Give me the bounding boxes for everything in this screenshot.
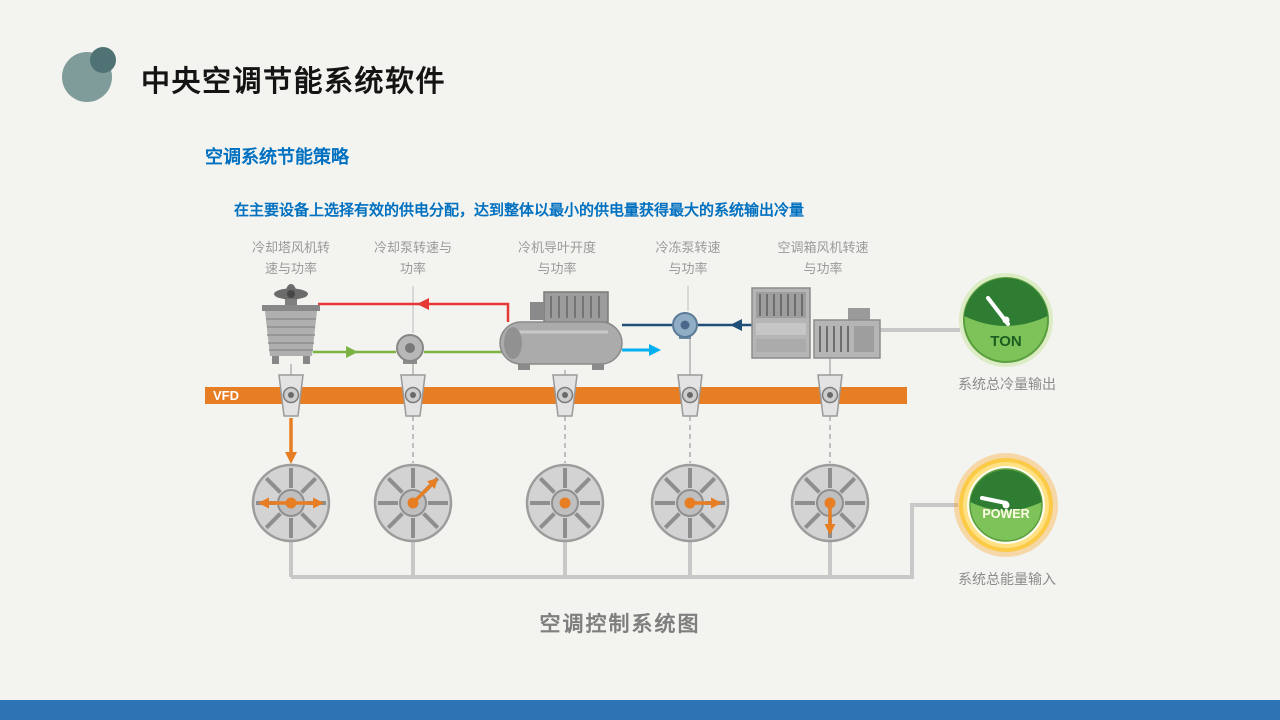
equipment-label-line: 冷冻泵转速: [655, 240, 721, 255]
vfd-unit: [817, 374, 843, 417]
power-gauge: POWER: [954, 453, 1058, 557]
ton-gauge-label: TON: [990, 333, 1021, 350]
decor-circle-small: [90, 47, 116, 73]
vfd-label: VFD: [213, 388, 239, 403]
vfd-unit: [400, 374, 426, 417]
condenser-pipe-red: [318, 298, 510, 322]
equipment-label-line: 冷却泵转速与: [373, 240, 452, 255]
equipment-label-chilled-pump: 冷冻泵转速 与功率: [618, 237, 758, 279]
diagram-caption: 空调控制系统图: [539, 613, 701, 636]
power-bus-lines: [289, 328, 960, 579]
vfd-unit: [278, 374, 304, 417]
chilled-water-pipe-navy: [622, 319, 752, 331]
chilled-supply-pipe-cyan: [622, 344, 661, 356]
vfd-unit: [552, 374, 578, 417]
cooling-tower-icon: [262, 284, 320, 364]
ton-gauge: TON: [959, 273, 1053, 367]
equipment-label-line: 速与功率: [264, 261, 317, 276]
equipment-label-line: 功率: [399, 261, 426, 276]
equipment-label-cooling-pump: 冷却泵转速与 功率: [343, 237, 483, 279]
chiller-icon: [499, 291, 623, 370]
power-caption: 系统总能量输入: [958, 571, 1056, 587]
strategy-description: 在主要设备上选择有效的供电分配，达到整体以最小的供电量获得最大的系统输出冷量: [234, 202, 805, 219]
vfd-command-arrow: [285, 418, 297, 464]
equipment-label-cooling-tower-fan: 冷却塔风机转 速与功率: [221, 237, 361, 279]
footer-bar: [0, 700, 1280, 720]
chilled-pump-icon: [672, 312, 698, 339]
ahu-icon: [751, 287, 881, 359]
cooling-water-pipe-green: [313, 346, 502, 358]
equipment-label-line: 与功率: [803, 261, 843, 276]
equipment-label-line: 冷却塔风机转: [251, 240, 330, 255]
equipment-label-line: 与功率: [668, 261, 708, 276]
equipment-label-ahu-fan: 空调箱风机转速 与功率: [753, 237, 893, 279]
cooling-pump-icon: [396, 334, 424, 364]
vfd-wheel-dashed-links: [412, 416, 831, 463]
equipment-label-line: 空调箱风机转速: [777, 240, 869, 255]
label-leader-lines: [412, 286, 689, 333]
equipment-label-line: 冷机导叶开度: [517, 240, 596, 255]
motor-wheel: [525, 463, 605, 543]
section-heading: 空调系统节能策略: [205, 147, 349, 167]
slide-title: 中央空调节能系统软件: [141, 66, 447, 98]
ton-caption: 系统总冷量输出: [958, 376, 1056, 392]
power-gauge-label: POWER: [982, 507, 1029, 521]
vfd-unit: [677, 374, 703, 417]
equipment-label-chiller-vane: 冷机导叶开度 与功率: [487, 237, 627, 279]
equipment-label-line: 与功率: [537, 261, 577, 276]
wheel-speed-arrows: [258, 478, 836, 535]
icon-vfd-links: [290, 338, 831, 376]
